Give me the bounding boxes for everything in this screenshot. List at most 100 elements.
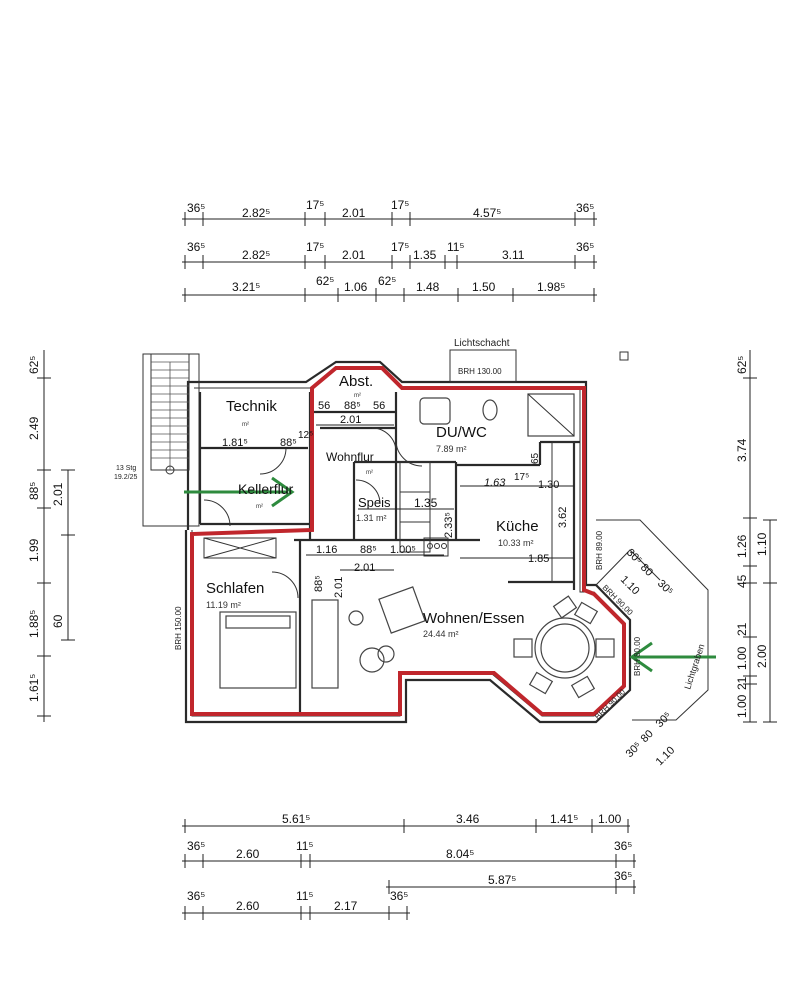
room-schlafen: Schlafen (206, 580, 264, 597)
dim-top1-g: 36⁵ (576, 201, 594, 215)
dim-top1-e: 17⁵ (391, 198, 409, 212)
dim-kueche-b: 17⁵ (514, 472, 529, 483)
dim-right-h: 1.00 (735, 694, 749, 718)
dim-bay-top-c: 30⁵ (655, 578, 675, 598)
dim-right-i: 1.10 (755, 532, 769, 556)
room-schlafen-area: 11.19 m² (206, 600, 241, 610)
label-lichtgraben: Lichtgraben (682, 643, 706, 691)
dim-right-f: 1.00 (735, 646, 749, 670)
dim-bot1-d: 1.00 (598, 812, 622, 826)
room-wohnen-area: 24.44 m² (423, 629, 459, 639)
dim-bay-bot-d: 1.10 (654, 744, 678, 768)
dim-top2-f: 1.35 (413, 248, 437, 262)
dim-bot1-a: 5.61⁵ (282, 812, 310, 826)
dim-top1-d: 2.01 (342, 206, 366, 220)
dim-bot2-a: 36⁵ (187, 839, 205, 853)
dim-bot4-b: 2.60 (236, 899, 260, 913)
room-duwc-area: 7.89 m² (436, 444, 467, 454)
dim-left-f: 1.61⁵ (27, 674, 41, 702)
dim-bot4-c: 11⁵ (296, 889, 313, 903)
dim-top2-b: 2.82⁵ (242, 248, 270, 262)
dim-technik-a: 1.81⁵ (222, 437, 248, 449)
dim-right-c: 1.26 (735, 534, 749, 558)
room-wohnen: Wohnen/Essen (423, 610, 524, 627)
dim-speis: 1.35 (414, 496, 438, 510)
dim-right-d: 45 (735, 574, 749, 588)
dim-bot1-b: 3.46 (456, 812, 480, 826)
dim-kueche-g: 1.85 (528, 553, 549, 565)
room-speis: Speis (358, 495, 391, 510)
dim-left-h: 60 (51, 614, 65, 628)
dim-top2-e: 17⁵ (391, 240, 409, 254)
room-kueche: Küche (496, 518, 539, 535)
dim-left-b: 2.49 (27, 416, 41, 440)
dim-top2-c: 17⁵ (306, 240, 324, 254)
dim-bay-bot-a: 30⁵ (624, 740, 644, 760)
dim-bot1-c: 1.41⁵ (550, 812, 578, 826)
dim-left-g: 2.01 (51, 482, 65, 506)
dim-kueche-c: 1.30 (538, 479, 559, 491)
room-technik: Technik (226, 398, 277, 415)
dim-right-a: 62⁵ (735, 356, 749, 374)
label-lichtschacht: Lichtschacht (454, 338, 510, 349)
dim-top2-h: 3.11 (502, 248, 525, 262)
room-speis-area: 1.31 m² (356, 513, 387, 523)
bottom-dimensions: 5.61⁵ 3.46 1.41⁵ 1.00 36⁵ 2.60 11⁵ 8.04⁵… (182, 812, 636, 920)
dim-right-b: 3.74 (735, 438, 749, 462)
entrance-arrow-left (184, 476, 295, 508)
dim-bot3-b: 36⁵ (614, 869, 632, 883)
dim-bay-top-d: 1.10 (618, 574, 642, 598)
room-wohnflur: Wohnflur (326, 450, 374, 464)
room-kellerflur-area: m² (256, 504, 263, 510)
dim-bot3-a: 5.87⁵ (488, 873, 516, 887)
dim-abst-b: 88⁵ (344, 400, 361, 412)
dim-kueche-e: 3.62 (557, 507, 569, 528)
dim-technik-c: 12⁵ (298, 430, 313, 441)
room-abst: Abst. (339, 373, 373, 390)
dim-bot4-e: 36⁵ (390, 889, 408, 903)
dim-bot2-c: 11⁵ (296, 839, 313, 853)
dim-bay-top-a: 30⁵ (624, 547, 644, 567)
dim-left-c: 88⁵ (27, 482, 41, 500)
dim-bot4-d: 2.17 (334, 899, 358, 913)
dim-mid-c: 1.00⁵ (390, 544, 416, 556)
dim-kueche-f: 2.33⁵ (443, 512, 455, 538)
walls (142, 349, 709, 724)
top-dimensions: 36⁵ 2.82⁵ 17⁵ 2.01 17⁵ 4.57⁵ 36⁵ 36⁵ 2.8… (182, 198, 597, 302)
dim-top1-b: 2.82⁵ (242, 206, 270, 220)
dim-bay-top-b: 80 (638, 562, 655, 579)
dim-bot2-d: 8.04⁵ (446, 847, 474, 861)
dim-abst-a: 56 (318, 400, 330, 412)
entrance-arrow-right (629, 641, 716, 673)
living-area-outline (190, 366, 626, 716)
label-brh90-bottom: BRH 90.00 (593, 687, 627, 721)
dim-top2-d: 2.01 (342, 248, 366, 262)
label-brh80: BRH 80.00 (633, 636, 642, 676)
dim-top3-e: 1.48 (416, 280, 440, 294)
label-stairs-ratio: 19.2/25 (114, 474, 137, 481)
dim-top2-g: 11⁵ (447, 240, 464, 254)
label-brh150: BRH 150.00 (174, 606, 183, 650)
dim-bay-bot-c: 30⁵ (654, 710, 674, 730)
room-technik-area: m² (242, 422, 249, 428)
room-kueche-area: 10.33 m² (498, 538, 534, 548)
dim-top3-g: 1.98⁵ (537, 280, 565, 294)
dim-abst-c: 56 (373, 400, 385, 412)
room-duwc: DU/WC (436, 424, 487, 441)
dim-kueche-d: 65 (530, 452, 541, 464)
dim-top3-f: 1.50 (472, 280, 496, 294)
dim-mid-b: 88⁵ (360, 544, 377, 556)
dim-right-g: 21 (735, 676, 749, 690)
dim-top3-a: 3.21⁵ (232, 280, 260, 294)
dim-mid-a: 1.16 (316, 544, 337, 556)
room-wohnflur-area: m² (366, 470, 373, 476)
dim-top2-i: 36⁵ (576, 240, 594, 254)
dim-right-e: 21 (735, 622, 749, 636)
dim-technik-b: 88⁵ (280, 437, 297, 449)
left-dimensions: 62⁵ 2.49 88⁵ 1.99 1.88⁵ 1.61⁵ 2.01 60 (27, 350, 75, 722)
dim-kueche-a: 1.63 (484, 477, 506, 489)
dim-abst-d: 2.01 (340, 414, 361, 426)
label-brh89: BRH 89.00 (595, 530, 604, 570)
dim-schlafen-a: 88⁵ (313, 575, 325, 592)
